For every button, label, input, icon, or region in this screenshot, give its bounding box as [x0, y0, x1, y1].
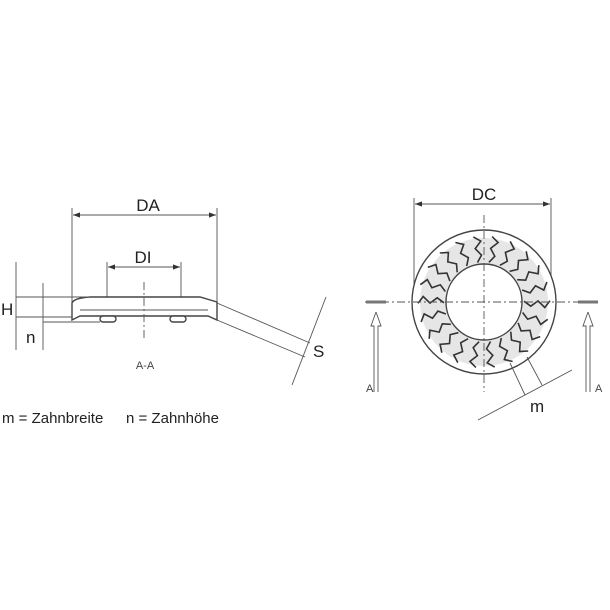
tooth — [510, 331, 529, 353]
s-dimension-line — [291, 296, 327, 386]
dc-label: DC — [472, 185, 497, 204]
tooth — [468, 341, 480, 369]
tooth — [485, 341, 496, 368]
section-arrow-right-icon — [582, 311, 594, 392]
da-label: DA — [136, 196, 160, 215]
m-extension-left — [509, 362, 526, 396]
section-marker-right-label: A — [595, 383, 603, 395]
teeth-group — [417, 235, 551, 369]
tooth — [452, 338, 469, 363]
tooth — [439, 331, 459, 353]
legend-m: m = Zahnbreite — [2, 410, 103, 427]
tooth — [472, 236, 483, 263]
tooth — [498, 337, 513, 363]
tooth — [439, 251, 458, 273]
di-label: DI — [135, 248, 152, 267]
tooth — [417, 295, 445, 305]
n-label: n — [26, 328, 35, 347]
h-label: H — [1, 300, 13, 319]
tooth — [488, 235, 500, 263]
legend-n: n = Zahnhöhe — [126, 410, 219, 427]
m-dimension-line — [477, 369, 573, 421]
tooth — [517, 322, 541, 341]
tooth — [455, 241, 470, 267]
tooth-right — [169, 315, 187, 323]
washer-section — [71, 296, 218, 322]
tooth — [499, 241, 516, 266]
tooth — [427, 263, 451, 282]
tooth — [521, 281, 548, 294]
top-view: DC A A m — [365, 185, 603, 421]
tooth — [509, 251, 529, 273]
m-label: m — [530, 397, 544, 416]
legend: m = Zahnbreite n = Zahnhöhe — [2, 410, 219, 427]
section-label: A-A — [136, 360, 155, 372]
m-extension-right — [526, 356, 543, 386]
s-extension-bottom — [216, 319, 306, 358]
section-view: DA DI H n S A-A — [1, 196, 327, 386]
s-label: S — [313, 342, 324, 361]
s-extension-top — [216, 302, 311, 344]
section-marker-left-label: A — [366, 383, 374, 395]
tooth-left — [99, 315, 117, 323]
tooth — [419, 278, 447, 292]
tooth — [523, 299, 551, 309]
section-arrow-left-icon — [370, 311, 382, 392]
tooth — [517, 265, 540, 282]
tooth — [428, 322, 451, 339]
tooth — [420, 310, 447, 323]
tooth — [521, 312, 549, 326]
